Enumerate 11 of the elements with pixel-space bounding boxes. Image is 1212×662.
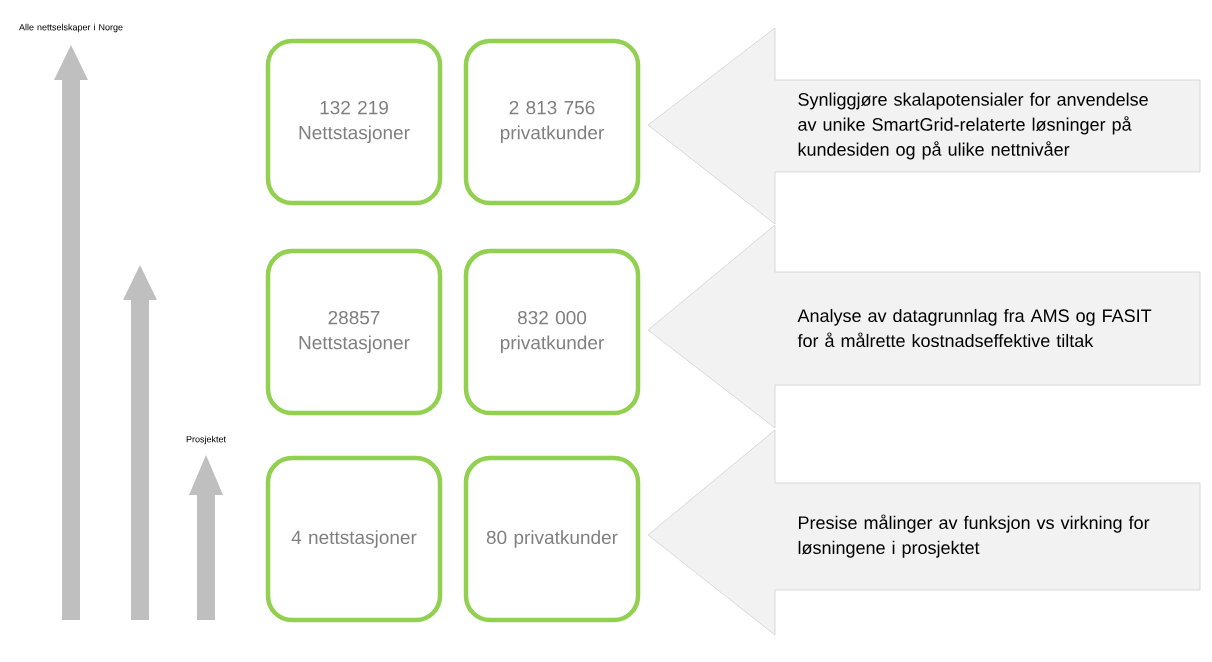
callout-banner: Presise målinger av funksjon vs virkning for løsningene i prosjektet bbox=[647, 429, 1201, 636]
count-box: 80 privatkunder bbox=[463, 455, 641, 623]
callout-banner: Synliggjøre skalapotensialer for anvendelse av unike SmartGrid-relaterte løsninger på kundesiden og på ulike nettnivåer bbox=[647, 27, 1201, 225]
count-box: 4 nettstasjoner bbox=[265, 455, 443, 623]
count-box: 2 813 756 privatkunder bbox=[463, 38, 641, 206]
count-box: 132 219 Nettstasjoner bbox=[265, 38, 443, 206]
axis-label: Alle nettselskaper i Norge bbox=[19, 23, 123, 33]
count-box: 28857 Nettstasjoner bbox=[265, 248, 443, 416]
count-box: 832 000 privatkunder bbox=[463, 248, 641, 416]
axis-label: Prosjektet bbox=[186, 435, 226, 445]
callout-banner: Analyse av datagrunnlag fra AMS og FASIT for å målrette kostnadseffektive tiltak bbox=[647, 224, 1201, 429]
